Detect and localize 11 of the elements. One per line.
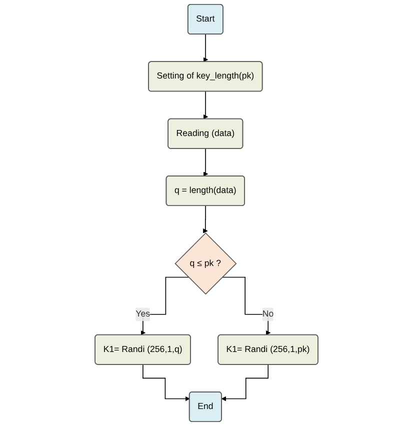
arrow [202,206,208,234]
arrow [203,34,208,62]
node-diamond: q ≤ pk ? [174,232,237,295]
arrow [203,148,208,176]
edge-label: No [262,309,274,319]
arrow [142,364,190,402]
arrow [203,91,208,120]
arrow [221,364,269,402]
edge-label: Yes [136,309,150,319]
arrow [140,276,189,336]
arrow [222,276,271,336]
